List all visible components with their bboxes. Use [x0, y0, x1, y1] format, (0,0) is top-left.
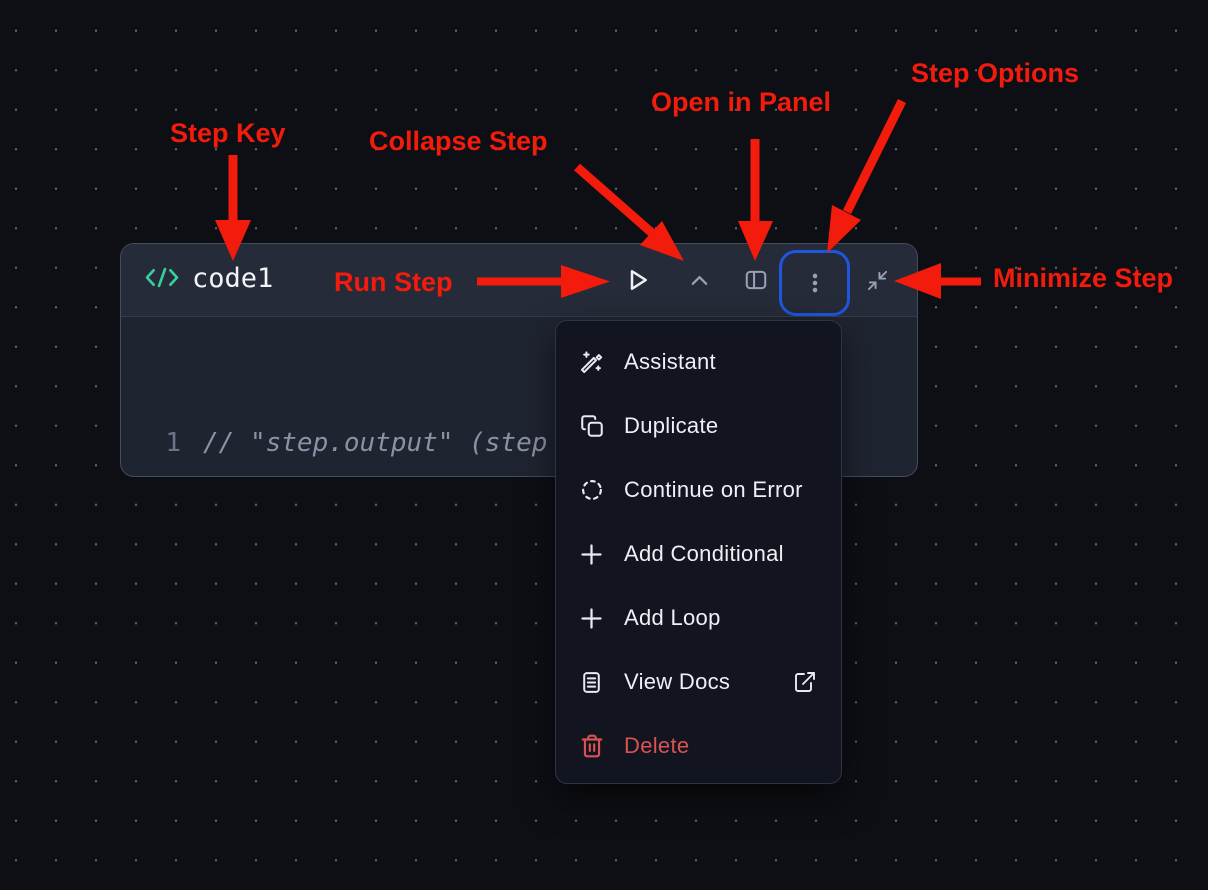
- open-in-panel-button[interactable]: [738, 244, 774, 316]
- code-line-1: 1 // "step.output" (step: [121, 421, 917, 465]
- menu-item-add-loop[interactable]: Add Loop: [556, 586, 841, 650]
- step-header: code1: [121, 244, 917, 317]
- plus-icon: [578, 605, 605, 632]
- panel-icon: [743, 267, 769, 293]
- code-comment: // "step.output" (step: [203, 428, 548, 458]
- annotation-open-in-panel-label: Open in Panel: [651, 87, 832, 117]
- annotation-minimize-step-label: Minimize Step: [993, 263, 1174, 293]
- run-step-button[interactable]: [619, 244, 655, 316]
- menu-item-label: Duplicate: [624, 413, 719, 438]
- plus-icon: [578, 541, 605, 568]
- chevron-up-icon: [688, 269, 711, 292]
- collapse-step-button[interactable]: [681, 244, 717, 316]
- dashed-circle-icon: [578, 477, 605, 504]
- menu-item-duplicate[interactable]: Duplicate: [556, 394, 841, 458]
- line-number: 1: [165, 428, 181, 458]
- code-editor[interactable]: 1// "step.output" (step 2 3return"Hello …: [121, 317, 917, 479]
- trash-icon: [578, 733, 605, 760]
- step-options-arrow: [827, 99, 907, 253]
- menu-item-continue-on-error[interactable]: Continue on Error: [556, 458, 841, 522]
- wand-sparkles-icon: [578, 349, 605, 376]
- menu-item-label: View Docs: [624, 669, 731, 694]
- annotation-step-key-label: Step Key: [170, 118, 286, 148]
- step-options-menu: Assistant Duplicate Continue on Error: [555, 320, 842, 784]
- docs-icon: [578, 669, 605, 696]
- code-step-icon: [144, 263, 180, 297]
- kebab-menu-icon: [802, 270, 828, 296]
- menu-item-label: Continue on Error: [624, 477, 803, 502]
- external-link-icon: [793, 670, 817, 694]
- step-key[interactable]: code1: [192, 263, 274, 294]
- menu-item-delete[interactable]: Delete: [556, 714, 841, 778]
- step-options-button[interactable]: [782, 253, 847, 313]
- menu-item-label: Add Conditional: [624, 541, 784, 566]
- annotation-step-options-label: Step Options: [911, 58, 1079, 88]
- menu-item-add-conditional[interactable]: Add Conditional: [556, 522, 841, 586]
- annotation-collapse-step-label: Collapse Step: [369, 126, 548, 156]
- minimize-step-button[interactable]: [859, 244, 895, 316]
- menu-item-view-docs[interactable]: View Docs: [556, 650, 841, 714]
- copy-icon: [578, 413, 605, 440]
- minimize-icon: [866, 269, 889, 292]
- menu-item-label: Add Loop: [624, 605, 721, 630]
- menu-item-assistant[interactable]: Assistant: [556, 330, 841, 394]
- play-icon: [622, 265, 652, 295]
- menu-item-label: Assistant: [624, 349, 716, 374]
- menu-item-label: Delete: [624, 733, 690, 758]
- step-options-highlight: [779, 250, 850, 316]
